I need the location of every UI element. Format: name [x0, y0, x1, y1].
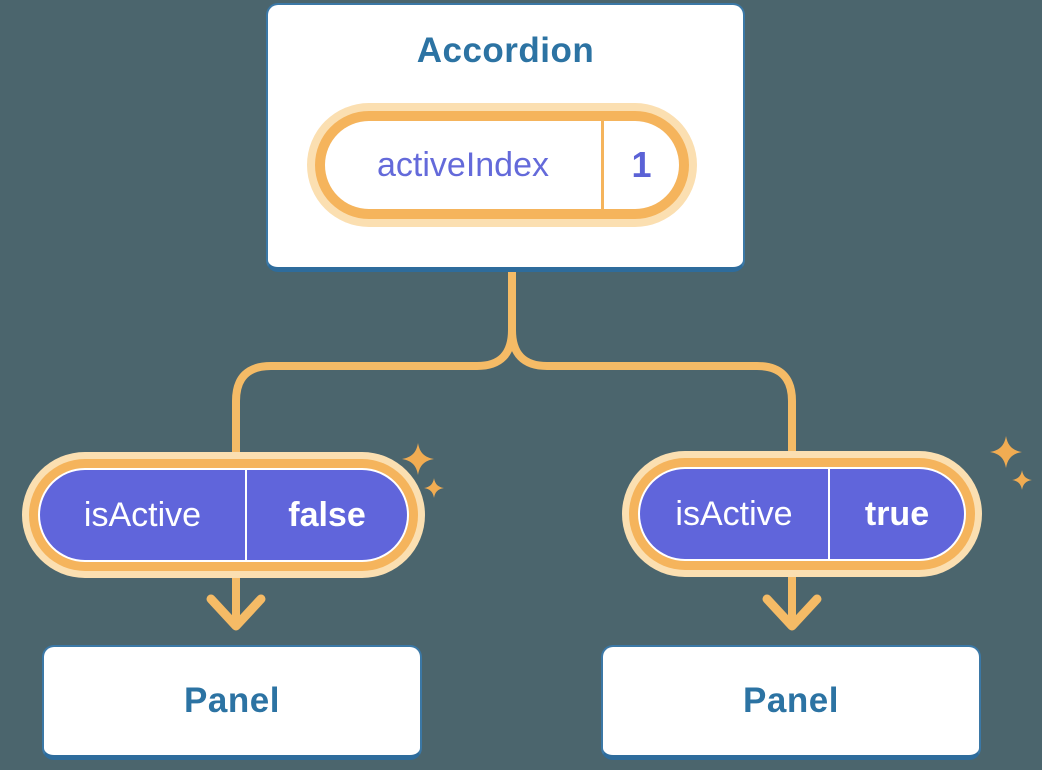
sparkle-icon [424, 478, 444, 498]
sparkles-left-pill [402, 443, 444, 498]
panel-component-card-left: Panel [42, 645, 422, 760]
arrowhead-icon [206, 594, 266, 631]
prop-pill-fill: isActive true [640, 469, 964, 559]
state-name-label: activeIndex [377, 145, 549, 184]
state-pill-ring: activeIndex 1 [315, 111, 689, 219]
fork-connector-right [508, 264, 796, 458]
sparkle-icon [1012, 470, 1032, 490]
panel-title: Panel [743, 681, 839, 720]
fork-connector [232, 264, 796, 459]
prop-pill-ring: isActive false [29, 459, 418, 571]
prop-pill-fill: isActive false [40, 470, 407, 560]
pill-divider [245, 470, 247, 560]
pill-divider [601, 121, 604, 209]
state-value-label: 1 [631, 144, 652, 185]
accordion-title: Accordion [416, 31, 595, 70]
prop-name-label: isActive [83, 495, 202, 534]
panel-component-card-right: Panel [601, 645, 981, 760]
prop-pill-body: isActive false [38, 468, 409, 562]
sparkle-icon [990, 436, 1022, 468]
fork-connector-left [232, 264, 516, 459]
prop-pill-right: isActive true [622, 451, 982, 577]
prop-pill-body: isActive true [638, 467, 966, 561]
sparkle-icon [402, 443, 434, 475]
state-pill: activeIndex 1 [307, 103, 697, 227]
arrow-right [762, 573, 822, 631]
pill-divider [828, 469, 830, 559]
arrow-left [206, 574, 266, 631]
prop-pill-left: isActive false [22, 452, 425, 578]
state-pill-body: activeIndex 1 [325, 121, 679, 209]
panel-title: Panel [184, 681, 280, 720]
sparkles-right-pill [990, 436, 1032, 490]
arrowhead-icon [762, 594, 822, 631]
prop-value-label: true [864, 494, 930, 533]
prop-pill-ring: isActive true [629, 458, 975, 570]
prop-name-label: isActive [675, 494, 793, 533]
prop-value-label: false [288, 495, 366, 534]
